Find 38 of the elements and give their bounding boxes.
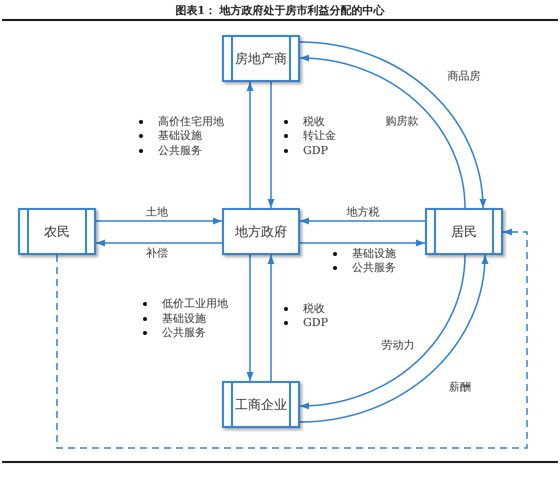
curved-arrow [300, 41, 486, 208]
arrow [300, 218, 425, 224]
arrow [268, 255, 274, 381]
arrow [246, 255, 254, 381]
list-item: 基础设施 [162, 312, 206, 325]
edge-label: 土地 [144, 206, 170, 218]
list-item: 税收 [303, 302, 325, 315]
arrow [96, 218, 222, 224]
list-item: 高价住宅用地 [158, 115, 224, 128]
process-box: 房地产商 [222, 35, 300, 82]
list-item: 公共服务 [158, 144, 202, 157]
list-item: 税收 [303, 115, 325, 128]
entity-box: 地方政府 [222, 208, 300, 255]
list-item: GDP [303, 144, 328, 157]
list-item: 基础设施 [158, 129, 202, 142]
process-box: 工商企业 [222, 381, 300, 428]
curved-arrow [300, 254, 488, 423]
process-box: 居民 [425, 208, 503, 255]
arrow [96, 240, 222, 246]
arrow [300, 240, 425, 246]
edge-label: 地方税 [344, 206, 382, 218]
list-item: 基础设施 [352, 247, 396, 260]
process-box: 农民 [18, 208, 96, 255]
arrow [246, 82, 254, 208]
curved-arrow [300, 254, 466, 409]
list-item: GDP [303, 316, 328, 329]
edge-label: 薪酬 [447, 380, 473, 394]
title: 图表1： 地方政府处于房市利益分配的中心 [174, 4, 386, 18]
list-item: 公共服务 [162, 326, 206, 339]
list-item: 转让金 [303, 129, 336, 142]
edge-label: 购房款 [384, 114, 420, 128]
curved-arrow [300, 55, 466, 208]
list-item: 低价工业用地 [162, 297, 228, 310]
dashed-arrow [56, 228, 528, 449]
list-item: 公共服务 [352, 261, 396, 274]
edge-label: 商品房 [446, 70, 482, 82]
edge-label: 补偿 [144, 246, 170, 260]
arrow [268, 82, 274, 208]
